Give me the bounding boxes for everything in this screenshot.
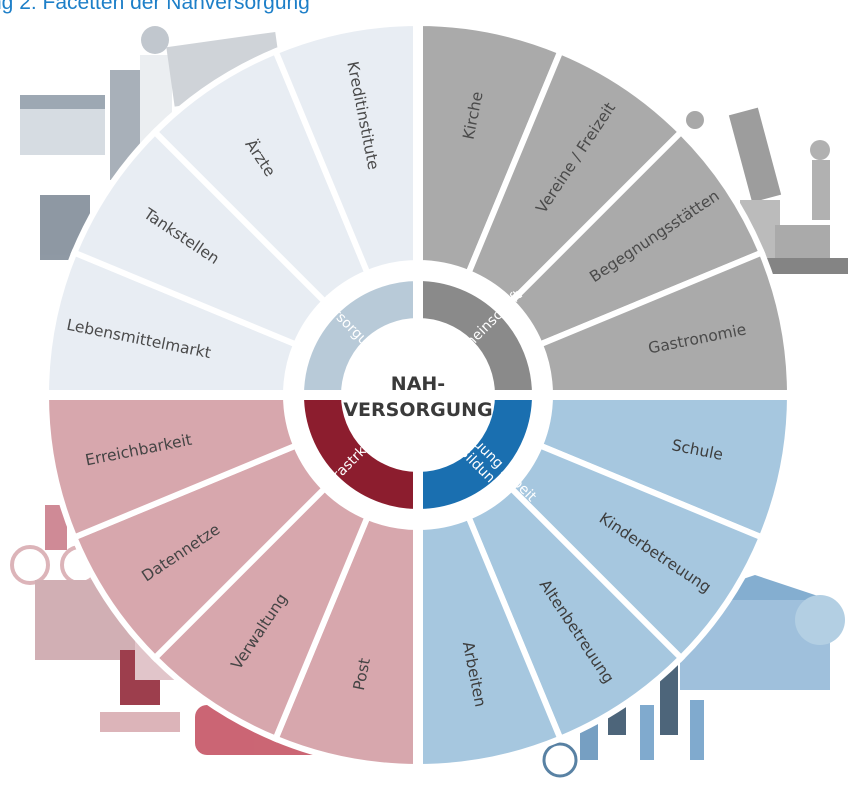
- segment-label-infrastruktur-1: Post: [350, 657, 374, 692]
- center-label-line2: VERSORGUNG: [343, 399, 492, 421]
- figure-title: ng 2: Facetten der Nahversorgung: [0, 0, 310, 14]
- center-hub: [345, 322, 491, 468]
- center-label-line1: NAH-: [391, 373, 445, 395]
